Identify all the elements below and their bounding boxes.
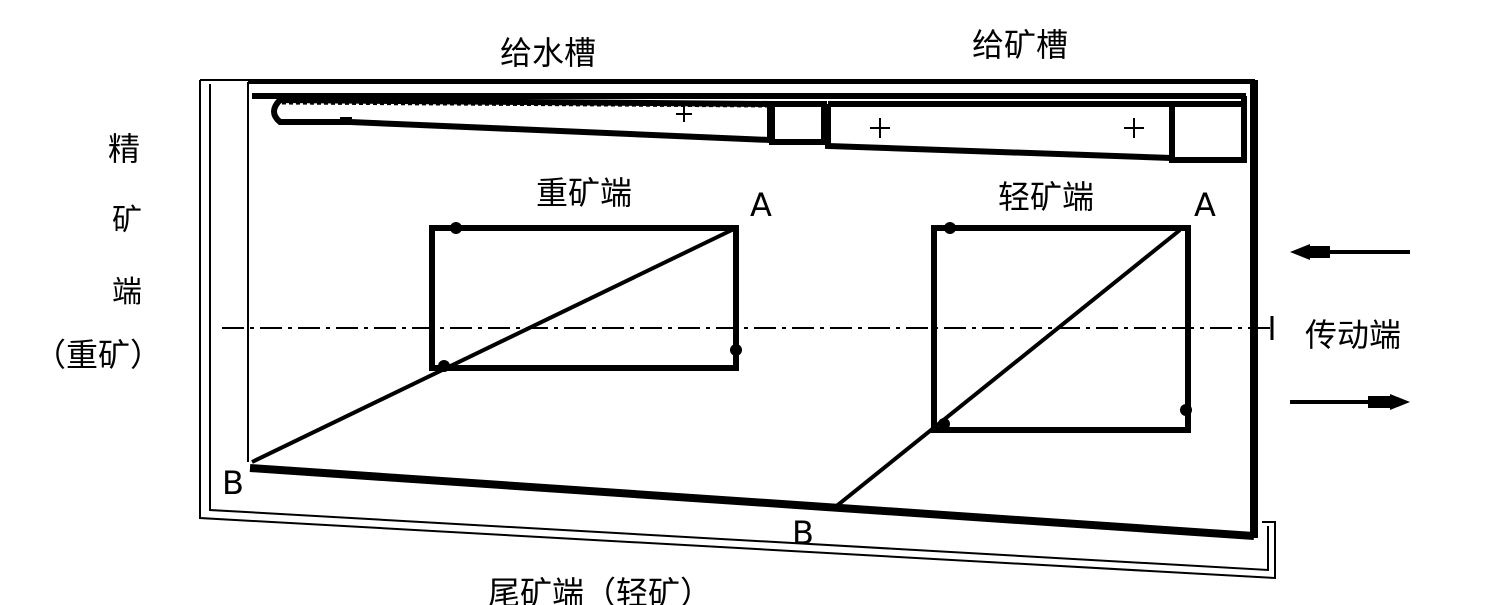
- drive-arrows: [1290, 244, 1410, 410]
- point-b-bottom: B: [792, 514, 814, 552]
- point-a-light: A: [1194, 186, 1216, 224]
- point-b-left: B: [222, 464, 244, 502]
- light-end-motion-path: [832, 222, 1192, 510]
- concentrate-end-char-2: 矿: [112, 203, 142, 238]
- ore-trough-label: 给矿槽: [972, 26, 1068, 64]
- ore-trough: [825, 101, 1247, 163]
- heavy-end-motion-path: [251, 222, 742, 464]
- concentrate-end-char-3: 端: [112, 275, 142, 310]
- point-a-heavy: A: [750, 186, 772, 224]
- heavy-end-label: 重矿端: [536, 174, 632, 212]
- water-trough-label: 给水槽: [500, 34, 596, 72]
- concentrate-end-note: （重矿）: [34, 336, 162, 374]
- water-trough: [271, 96, 827, 145]
- concentrate-end-char-1: 精: [108, 130, 140, 168]
- drive-end-label: 传动端: [1305, 316, 1401, 354]
- tail-end-label: 尾矿端（轻矿）: [488, 574, 712, 605]
- light-end-label: 轻矿端: [998, 178, 1094, 216]
- deck-outline: [247, 80, 1258, 540]
